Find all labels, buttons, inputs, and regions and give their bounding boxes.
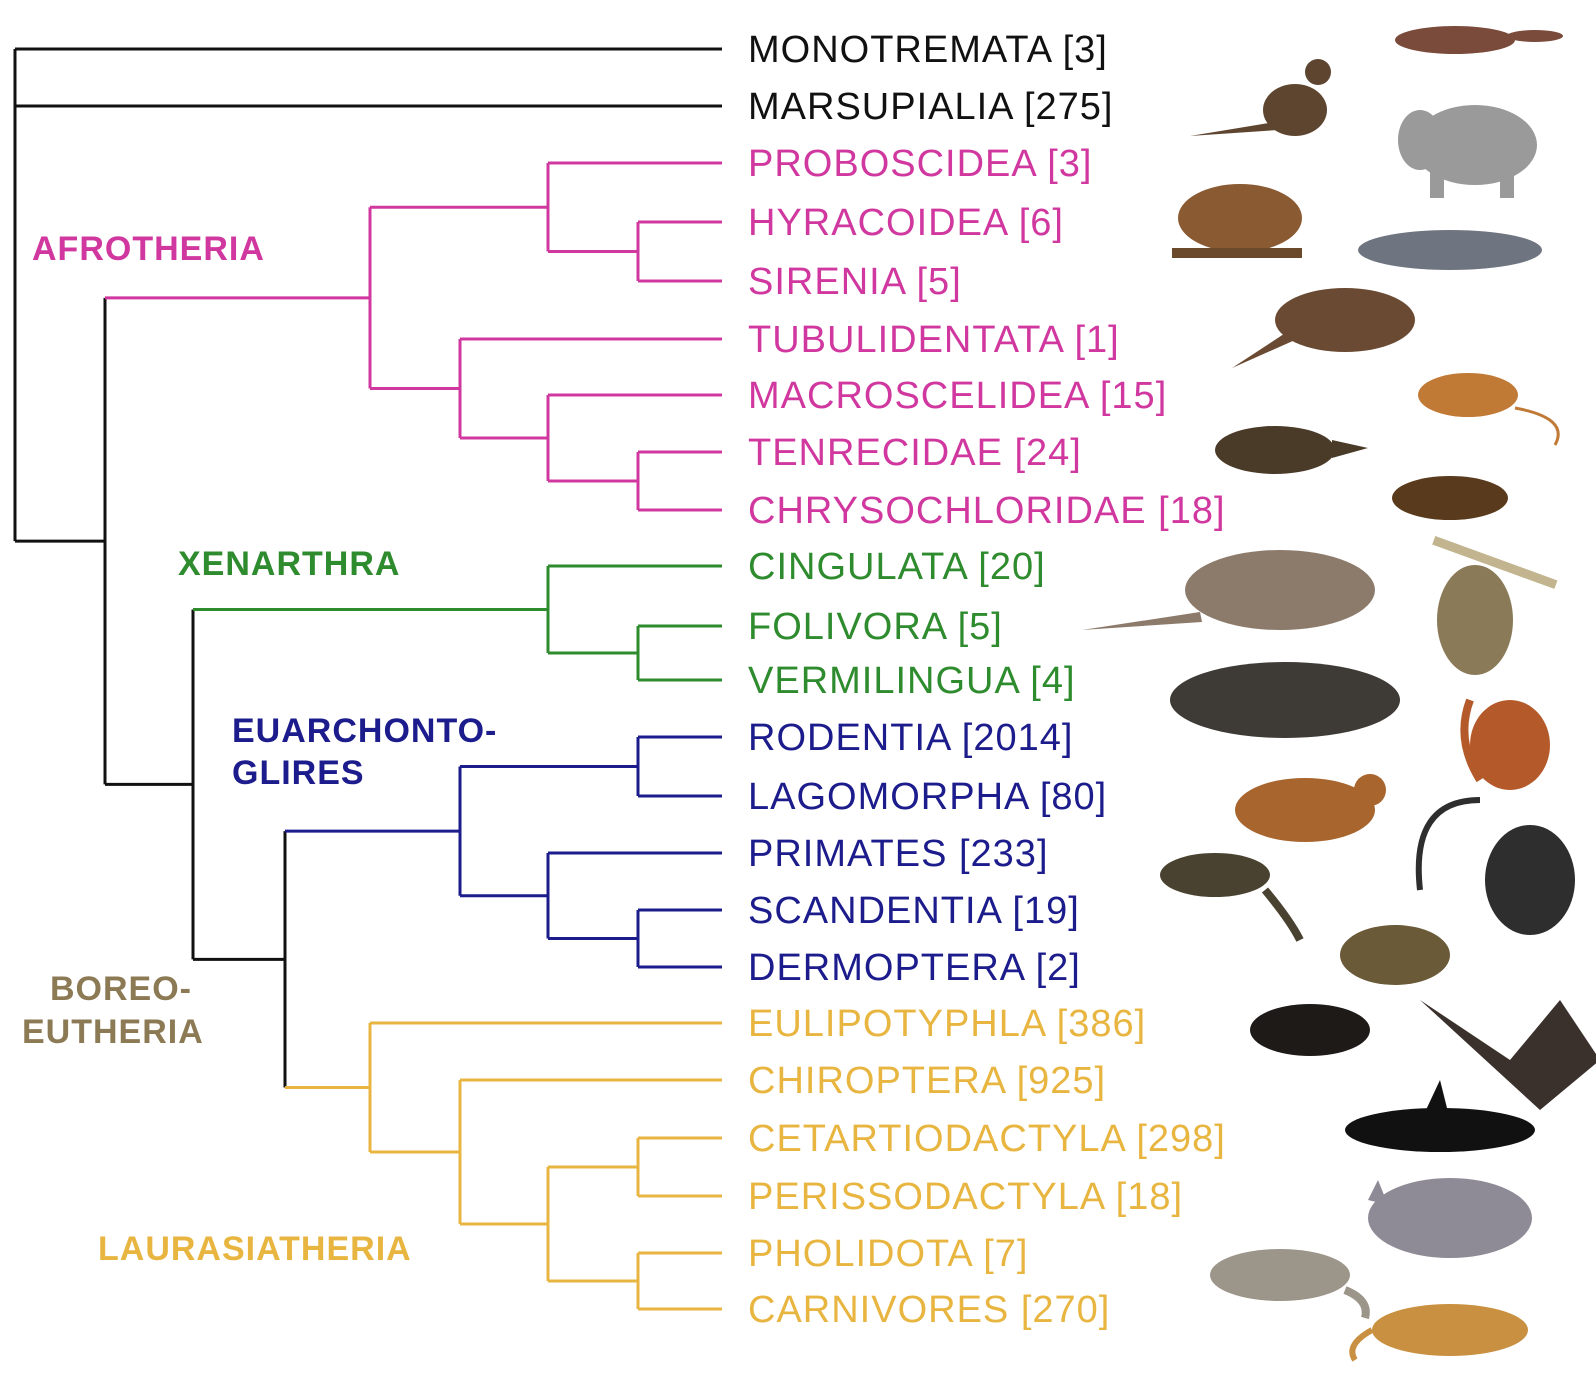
armadillo-illustration bbox=[1082, 550, 1375, 630]
taxon-label: MONOTREMATA [3] bbox=[748, 29, 1108, 71]
taxon-label: PRIMATES [233] bbox=[748, 833, 1049, 875]
taxon-label: SCANDENTIA [19] bbox=[748, 890, 1080, 932]
clade-label-laurasiatheria: LAURASIATHERIA bbox=[98, 1230, 412, 1268]
taxon-label: PHOLIDOTA [7] bbox=[748, 1233, 1028, 1275]
sloth-illustration bbox=[1432, 536, 1557, 675]
taxon-label: PERISSODACTYLA [18] bbox=[748, 1176, 1183, 1218]
taxon-label: RODENTIA [2014] bbox=[748, 717, 1073, 759]
taxon-label: DERMOPTERA [2] bbox=[748, 947, 1081, 989]
taxon-label: TUBULIDENTATA [1] bbox=[748, 319, 1120, 361]
anteater-illustration bbox=[1170, 662, 1400, 738]
manatee-illustration bbox=[1358, 230, 1542, 270]
taxon-label: CARNIVORES [270] bbox=[748, 1289, 1110, 1331]
golden-mole-illustration bbox=[1392, 476, 1508, 520]
taxon-label: VERMILINGUA [4] bbox=[748, 660, 1076, 702]
clade-label-afrotheria: AFROTHERIA bbox=[32, 230, 265, 268]
rhinoceros-illustration bbox=[1368, 1178, 1532, 1258]
clade-labels: AFROTHERIA XENARTHRA EUARCHONTO- GLIRES … bbox=[22, 230, 497, 1268]
taxon-label: LAGOMORPHA [80] bbox=[748, 776, 1107, 818]
elephant-shrew-illustration bbox=[1418, 373, 1558, 445]
taxon-label: EULIPOTYPHLA [386] bbox=[748, 1003, 1146, 1045]
taxon-label: PROBOSCIDEA [3] bbox=[748, 143, 1092, 185]
taxon-label: TENRECIDAE [24] bbox=[748, 432, 1082, 474]
mole-illustration bbox=[1250, 1004, 1370, 1056]
squirrel-illustration bbox=[1464, 700, 1550, 790]
monkey-illustration bbox=[1419, 800, 1575, 935]
clade-label-xenarthra: XENARTHRA bbox=[178, 545, 400, 583]
treeshrew-illustration bbox=[1160, 853, 1300, 940]
taxon-label: MACROSCELIDEA [15] bbox=[748, 375, 1167, 417]
taxon-label: HYRACOIDEA [6] bbox=[748, 202, 1064, 244]
taxon-label: CINGULATA [20] bbox=[748, 546, 1046, 588]
aardvark-illustration bbox=[1232, 288, 1415, 368]
taxon-label: MARSUPIALIA [275] bbox=[748, 86, 1114, 128]
taxon-label: CHIROPTERA [925] bbox=[748, 1060, 1106, 1102]
clade-label-boreoeutheria-line1: BOREO- bbox=[50, 970, 192, 1008]
taxon-label: FOLIVORA [5] bbox=[748, 606, 1003, 648]
orca-illustration bbox=[1345, 1080, 1535, 1152]
leopard-illustration bbox=[1352, 1304, 1528, 1360]
wallaby-illustration bbox=[1190, 59, 1331, 136]
taxon-labels: MONOTREMATA [3] MARSUPIALIA [275] PROBOSCI… bbox=[748, 29, 1226, 1331]
pangolin-illustration bbox=[1210, 1249, 1366, 1318]
elephant-illustration bbox=[1398, 105, 1537, 198]
hyrax-illustration bbox=[1172, 184, 1302, 258]
clade-label-euarchontoglires-line1: EUARCHONTO- bbox=[232, 712, 497, 750]
hare-illustration bbox=[1235, 774, 1386, 842]
clade-label-euarchontoglires-line2: GLIRES bbox=[232, 754, 365, 792]
clade-label-boreoeutheria-line2: EUTHERIA bbox=[22, 1013, 204, 1051]
platypus-illustration bbox=[1395, 26, 1563, 54]
taxon-label: CHRYSOCHLORIDAE [18] bbox=[748, 490, 1226, 532]
bat-illustration bbox=[1420, 1000, 1596, 1110]
colugo-illustration bbox=[1340, 925, 1450, 985]
taxon-label: CETARTIODACTYLA [298] bbox=[748, 1118, 1226, 1160]
tenrec-illustration bbox=[1215, 426, 1368, 474]
taxon-label: SIRENIA [5] bbox=[748, 261, 962, 303]
